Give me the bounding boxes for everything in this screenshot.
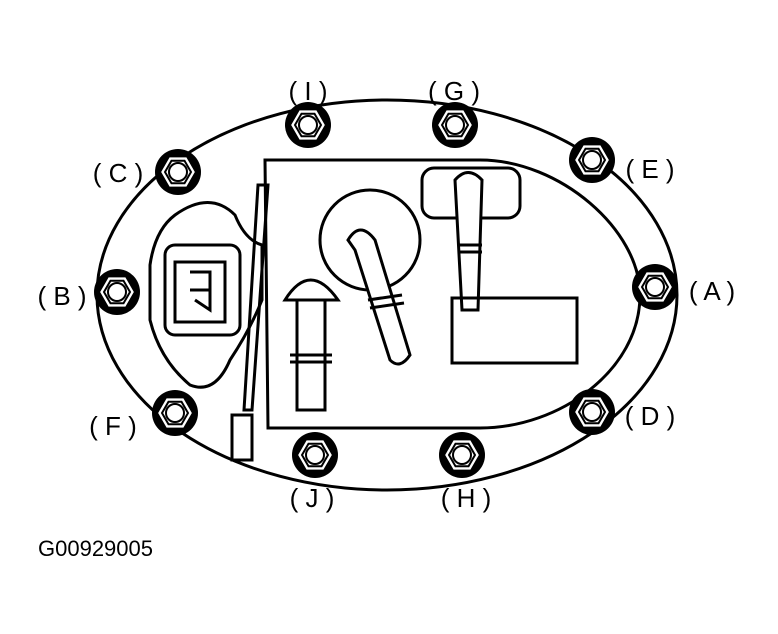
wire-rod — [230, 183, 270, 462]
bolt-i — [285, 102, 331, 148]
vent-pipe — [318, 188, 422, 366]
feed-pipe — [420, 166, 579, 365]
bolt-labels: ( I ) ( G ) ( C ) ( E ) ( B ) ( A ) ( F … — [37, 76, 735, 513]
bolt-e — [569, 137, 615, 183]
bolt-d — [569, 389, 615, 435]
label-c: ( C ) — [93, 158, 144, 188]
label-e: ( E ) — [625, 154, 674, 184]
bolt-c — [155, 149, 201, 195]
electrical-connector — [148, 201, 264, 389]
bolt-b — [94, 269, 140, 315]
label-i: ( I ) — [289, 76, 328, 106]
figure-id: G00929005 — [38, 536, 153, 561]
label-d: ( D ) — [625, 401, 676, 431]
label-j: ( J ) — [290, 483, 335, 513]
label-b: ( B ) — [37, 281, 86, 311]
bolt-f — [152, 390, 198, 436]
bolt-h — [439, 432, 485, 478]
bolt-j — [292, 432, 338, 478]
label-f: ( F ) — [89, 411, 137, 441]
bolts — [94, 102, 678, 478]
bolt-a — [632, 264, 678, 310]
bolt-g — [432, 102, 478, 148]
label-h: ( H ) — [441, 483, 492, 513]
return-pipe — [282, 278, 341, 412]
label-g: ( G ) — [428, 76, 480, 106]
label-a: ( A ) — [689, 276, 735, 306]
